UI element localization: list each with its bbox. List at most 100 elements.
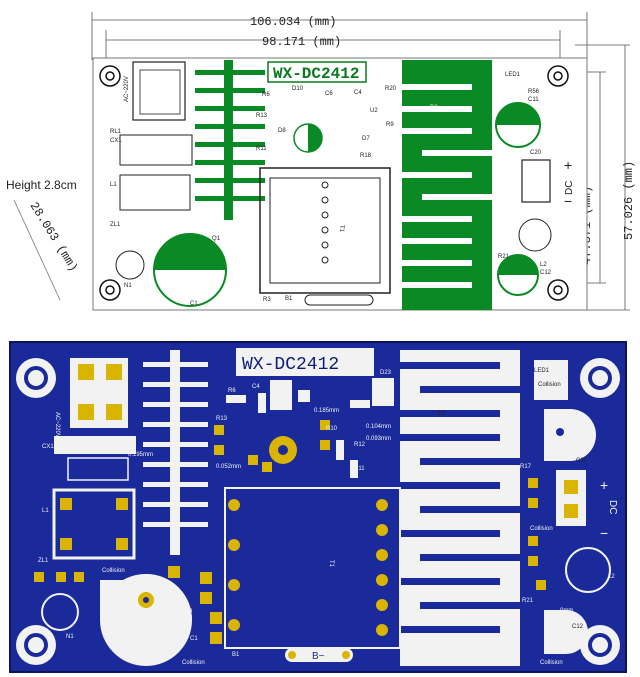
- bottom-n1-label: N1: [66, 634, 74, 640]
- bottom-minus-label: −: [600, 525, 608, 541]
- bottom-r17-label: R17: [520, 464, 532, 470]
- top-d7-label: D7: [362, 136, 370, 142]
- top-n1-label: N1: [124, 283, 132, 289]
- top-rl1-label: RL1: [110, 129, 122, 135]
- bottom-l1: [52, 488, 136, 560]
- bottom-collision-label-1: Collision: [102, 568, 125, 574]
- top-cx1: [119, 134, 193, 166]
- bottom-title-box: [236, 348, 374, 376]
- bottom-cx1: [54, 436, 136, 454]
- top-r18-label: R18: [360, 153, 372, 159]
- bottom-zl1-label: ZL1: [38, 558, 49, 564]
- top-c4-label: C4: [354, 90, 362, 96]
- top-l2-label: L2: [540, 262, 547, 268]
- top-q1-label: Q1: [212, 236, 221, 242]
- width-inner-label: 98.171 (mm): [262, 35, 341, 49]
- bottom-output-pads: [528, 478, 546, 590]
- top-dc-label: DC: [564, 181, 575, 195]
- bottom-l2-inductor: [565, 547, 611, 593]
- bottom-board-title: WX-DC2412: [242, 355, 339, 375]
- top-r9-label: R9: [386, 122, 394, 128]
- top-r20-label: R20: [385, 86, 397, 92]
- height-outer-label: 57.026 (mm): [622, 161, 636, 240]
- bottom-d23-label: D23: [380, 370, 392, 376]
- bottom-l2-label: L2: [608, 574, 615, 580]
- width-outer-label: 106.034 (mm): [250, 15, 336, 29]
- bottom-led-label: LED1: [534, 368, 550, 374]
- bottom-collision-label-2: Collision: [182, 660, 205, 666]
- top-l2-inductor: [518, 218, 552, 252]
- bottom-r12-label: R12: [354, 442, 366, 448]
- bottom-collision-label-4: Collision: [540, 660, 563, 666]
- top-b1-label: B1: [285, 296, 293, 302]
- bottom-b-minus-label: B−: [312, 651, 325, 662]
- top-c1-label: C1: [190, 301, 198, 307]
- top-t1-label: T1: [338, 225, 344, 233]
- top-board-title: WX-DC2412: [273, 65, 359, 83]
- top-plus-label: +: [564, 157, 572, 173]
- height-label: Height 2.8cm: [6, 178, 77, 192]
- bottom-small-components: [226, 378, 394, 478]
- mounting-holes: [99, 65, 569, 301]
- bottom-r6-label: R6: [228, 388, 236, 394]
- bottom-b1-pad: [285, 648, 353, 662]
- top-led-label: LED1: [505, 72, 521, 78]
- bottom-collision-label-3: Collision: [538, 382, 561, 388]
- bottom-r21-label: R21: [522, 598, 534, 604]
- bottom-c11-label: C11: [576, 458, 587, 464]
- bottom-n1: [41, 593, 79, 631]
- bottom-m1-label: 0.195mm: [128, 452, 153, 458]
- bottom-board: WX-DC2412: [9, 341, 627, 673]
- top-transformer-outline: [259, 167, 391, 294]
- top-u2-label: U2: [370, 108, 378, 114]
- bottom-m2-label: 0.185mm: [314, 408, 339, 414]
- bottom-d2-label: D2: [438, 411, 446, 417]
- bottom-l1-label: L1: [42, 508, 49, 514]
- bottom-r11-label: R11: [354, 466, 365, 472]
- top-c12-label: C12: [540, 270, 552, 276]
- bottom-small-pads: [168, 420, 330, 644]
- bottom-c4-label: C4: [252, 384, 260, 390]
- bottom-r10-label: R10: [326, 426, 338, 432]
- bottom-c1-label: C1: [190, 636, 198, 642]
- top-n1: [115, 250, 145, 280]
- top-r3-label: R3: [263, 297, 271, 303]
- top-ac-label: AC~220V: [124, 76, 130, 102]
- right-heatsink-slots: [402, 84, 492, 288]
- board-separator: [0, 322, 640, 342]
- bottom-left-heatsink: [143, 350, 208, 555]
- top-d2-label: D2: [430, 105, 438, 111]
- top-c20-label: C20: [530, 150, 542, 156]
- bottom-collision-label-5: Collision: [530, 526, 553, 532]
- bottom-ac-label: AC~220V: [54, 412, 60, 438]
- top-board: 106.034 (mm) 98.171 (mm) 47.371 (mm) 57.…: [6, 12, 636, 311]
- bottom-c12-label: C12: [572, 624, 584, 630]
- bottom-right-slots: [400, 362, 520, 633]
- bottom-r13-label: R13: [216, 416, 228, 422]
- top-minus-label: −: [564, 193, 572, 209]
- top-transformer-core: [269, 177, 381, 284]
- top-l1: [119, 174, 191, 211]
- bottom-ac-pads: [78, 364, 122, 420]
- bottom-m7-label: 0mm: [560, 608, 573, 614]
- bottom-mounting-holes: [16, 358, 620, 665]
- top-title-box: [267, 61, 367, 83]
- top-c6-label: C6: [325, 91, 333, 97]
- bottom-cx1-label: CX1: [42, 444, 54, 450]
- top-ac-connector: [132, 61, 186, 121]
- bottom-m4-label: 0.093mm: [366, 436, 391, 442]
- top-zl1-label: ZL1: [110, 222, 121, 228]
- bottom-m3-label: 0.104mm: [366, 424, 391, 430]
- top-d8-label: D8: [278, 128, 286, 134]
- top-transformer-pins: [321, 181, 329, 264]
- top-d10-label: D10: [292, 86, 304, 92]
- bottom-zl1-pads: [34, 572, 84, 582]
- bottom-m8-label: 0mm: [140, 608, 153, 614]
- top-c11-label: C11: [528, 97, 539, 103]
- top-r56-label: R56: [528, 89, 540, 95]
- bottom-transformer: [224, 487, 401, 649]
- bottom-m5-label: 0.052mm: [216, 464, 241, 470]
- bottom-plus-label: +: [600, 477, 608, 493]
